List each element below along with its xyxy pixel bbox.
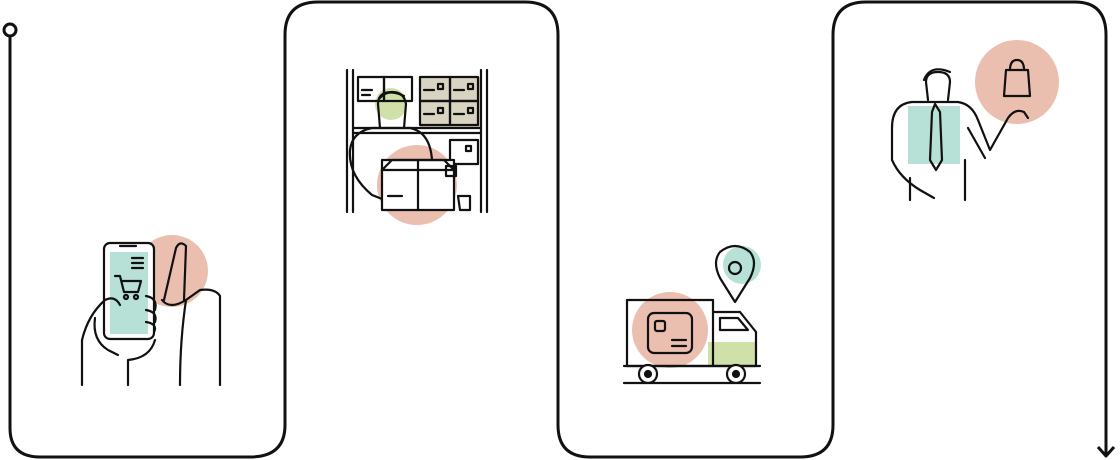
flow-start-node — [2, 22, 18, 38]
smartphone-shopping-icon — [80, 235, 222, 387]
delivery-truck-icon — [622, 244, 762, 385]
flow-end-arrow-icon — [1096, 446, 1116, 458]
warehouse-worker-icon — [345, 68, 489, 225]
flow-path — [8, 0, 1108, 459]
customer-with-bag-icon — [890, 40, 1059, 202]
